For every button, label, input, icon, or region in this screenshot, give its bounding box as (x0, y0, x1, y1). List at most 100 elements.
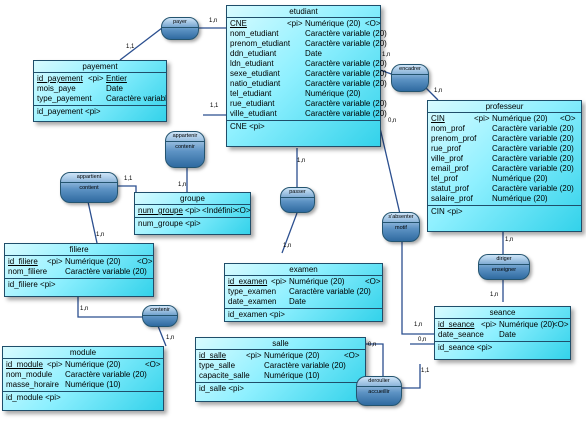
link-appartient-groupe (116, 185, 137, 192)
cardinality-label: 0,n (368, 342, 377, 348)
attr-name: prenom_etudiant (230, 39, 291, 48)
attr-type: Numérique (20) (65, 257, 121, 266)
attr-name: rue_etudiant (230, 99, 275, 108)
attr-name: sexe_etudiant (230, 69, 280, 78)
cardinality-label: 1,n (382, 52, 391, 58)
association-sabsenter[interactable]: s'absenter motif (382, 212, 420, 242)
entity-seance[interactable]: seance id_seance<pi>Numérique (20)<O> da… (434, 306, 571, 360)
attr-type: Caractère variable (20) (492, 134, 574, 143)
link-passer-examen (281, 212, 298, 254)
attr-type: Caractère variable (20) (492, 144, 574, 153)
entity-examen[interactable]: examen id_examen<pi>Numérique (20)<O> ty… (224, 263, 383, 322)
attr-type: Date (305, 49, 322, 58)
cardinality-label: 1,n (283, 243, 292, 249)
attr-name: CNE (230, 19, 247, 28)
association-passer[interactable]: passer (280, 187, 315, 213)
association-name: payer (162, 18, 198, 28)
attr-type: Numérique (20) (492, 194, 548, 203)
attr-type: Numérique (20) (492, 174, 548, 183)
entity-salle[interactable]: salle id_salle<pi>Numérique (20)<O> type… (195, 337, 366, 402)
attribute-list: id_salle<pi>Numérique (20)<O> type_salle… (196, 350, 365, 383)
attr-name: type_examen (228, 287, 277, 296)
association-attribute: contient (79, 185, 99, 191)
association-name: appartenir (166, 132, 204, 142)
attr-key: <pi> (47, 257, 63, 266)
attr-key: <pi> (287, 19, 303, 28)
entity-identifier: CNE <pi> (230, 122, 265, 131)
attr-type: Date (289, 297, 306, 306)
association-diriger[interactable]: diriger enseigner (478, 254, 530, 280)
association-payer[interactable]: payer (161, 17, 199, 40)
entity-payement[interactable]: payement id_payement<pi>Entier mois_paye… (33, 60, 167, 122)
attr-flag: <O> (365, 19, 381, 28)
attr-name: nom_etudiant (230, 29, 279, 38)
attr-name: mois_paye (37, 84, 76, 93)
attr-type: Caractère variable (20) (305, 99, 387, 108)
association-appartient[interactable]: appartient contient (60, 172, 118, 203)
entity-identifier: id_salle <pi> (199, 384, 244, 393)
entity-module[interactable]: module id_module<pi>Numérique (20)<O> no… (2, 346, 164, 411)
cardinality-label: 1,n (96, 232, 105, 238)
attr-key: <pi> (474, 114, 490, 123)
association-attribute: enseigner (491, 267, 517, 273)
attr-type: Caractère variable (20) (305, 79, 387, 88)
link-appartient-filiere (86, 196, 98, 244)
attr-name: id_salle (199, 351, 227, 360)
attribute-row: date_examen Date (225, 297, 382, 307)
attr-name: ville_etudiant (230, 109, 277, 118)
attr-type: Caractère variable (20) (492, 154, 574, 163)
cardinality-label: 1,n (505, 237, 514, 243)
attribute-row: mois_paye Date (34, 84, 166, 94)
association-name: s'absenter (383, 213, 419, 223)
entity-filiere[interactable]: filiere id_filiere<pi>Numérique (20)<O> … (4, 243, 154, 297)
entity-identifier: num_groupe <pi> (138, 219, 201, 228)
attribute-row: id_payement<pi>Entier (34, 74, 166, 84)
attr-name: masse_horaire (6, 380, 59, 389)
attr-flag: <O> (235, 206, 251, 215)
attr-name: email_prof (431, 164, 469, 173)
association-encadrer[interactable]: encadrer (391, 64, 429, 92)
attr-name: id_module (6, 360, 43, 369)
attr-name: capacite_salle (199, 371, 250, 380)
attr-name: id_payement (37, 74, 83, 83)
attribute-list: id_module<pi>Numérique (20)<O> nom_modul… (3, 359, 163, 392)
attr-type: Caractère variable (20) (305, 29, 387, 38)
association-contenir[interactable]: contenir (142, 305, 178, 327)
cardinality-label: 1,n (414, 322, 423, 328)
attr-type: Date (499, 330, 516, 339)
association-appartenir[interactable]: appartenir contenir (165, 131, 205, 168)
entity-title: professeur (428, 101, 581, 113)
attribute-list: id_filiere<pi>Numérique (20)<O> nom_fili… (5, 256, 153, 279)
cardinality-label: 1,n (80, 306, 89, 312)
attr-name: date_examen (228, 297, 277, 306)
attr-flag: <O> (145, 360, 161, 369)
entity-professeur[interactable]: professeur CIN<pi>Numérique (20)<O> nom_… (427, 100, 582, 232)
association-deroulier[interactable]: deroulier accueillir (356, 376, 402, 406)
association-name: deroulier (357, 377, 401, 387)
attribute-row: num_groupe<pi><Indéfini><O> (135, 206, 251, 216)
attr-type: Date (106, 84, 123, 93)
entity-groupe[interactable]: groupe num_groupe<pi><Indéfini><O> num_g… (134, 192, 251, 235)
entity-etudiant[interactable]: etudiant CNE<pi>Numérique (20)<O> nom_et… (226, 5, 387, 147)
attr-type: Numérique (10) (65, 380, 121, 389)
attribute-row: masse_horaire Numérique (10) (3, 380, 163, 390)
attr-name: ddn_etudiant (230, 49, 277, 58)
attribute-row: id_filiere<pi>Numérique (20)<O> (5, 257, 153, 267)
attr-key: <pi> (185, 206, 201, 215)
attr-type: Numérique (10) (264, 371, 320, 380)
association-name: appartient (61, 173, 117, 183)
entity-title: groupe (135, 193, 250, 205)
entity-identifier: id_payement <pi> (37, 107, 101, 116)
attr-type: Numérique (20) (492, 114, 548, 123)
attr-type: Numérique (20) (264, 351, 320, 360)
